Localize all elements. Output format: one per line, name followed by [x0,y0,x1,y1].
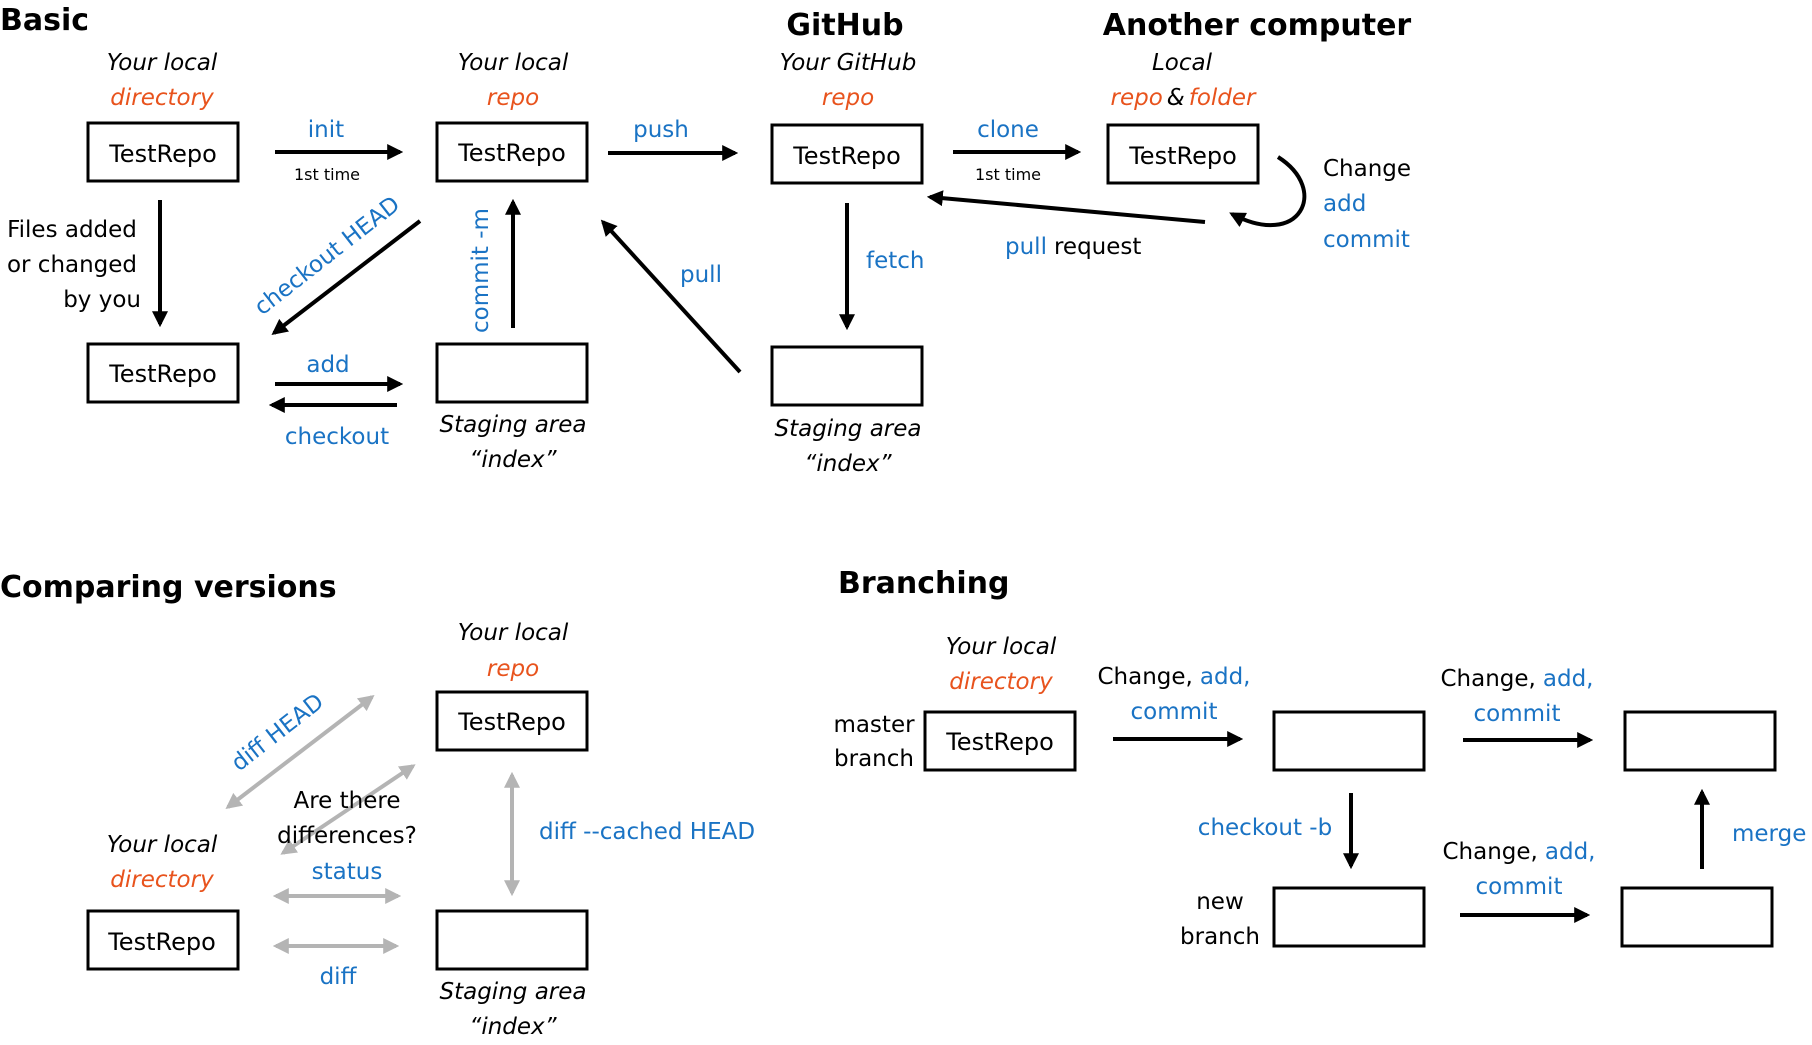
basic-title: Basic [0,3,89,38]
change-loop-arrow [1229,155,1307,228]
compare-dir-box [86,909,240,971]
diff-label: diff [320,964,358,990]
compare-staging-box [435,909,589,971]
master-branch-label-2: branch [834,746,914,772]
merged-commit-box [1623,710,1777,772]
other-local-box [1106,123,1260,185]
github-repo-box-label: TestRepo [792,142,901,170]
compare-repo-box [435,690,589,752]
init-label: init [308,117,344,143]
other-local-caption-line2: repo&folder [1111,85,1258,111]
local-staging-caption-index: “index” [469,447,557,473]
github-title: GitHub [786,8,903,43]
status-label: status [312,859,383,885]
local-repo-box-label: TestRepo [457,139,566,167]
compare-repo-caption: Your local [458,620,569,646]
change-loop-commit: commit [1323,227,1410,253]
new-branch-commit-box [1620,886,1774,948]
diff-head-label: diff HEAD [227,689,329,777]
change2-commit: commit [1474,701,1561,727]
compare-repo-caption-location: repo [487,656,539,682]
files-changed-label-3: by you [63,287,141,313]
add-label: add [306,352,349,378]
changed-files-box-label: TestRepo [108,360,217,388]
other-local-ampersand: & [1167,85,1185,111]
checkout-head-arrow [271,219,422,335]
fetch-label: fetch [866,248,925,274]
pull-request-arrow [926,190,1206,224]
github-staging-caption: Staging area [775,416,922,442]
merge-label: merge [1732,821,1806,847]
change3-commit: commit [1476,874,1563,900]
comparing-title: Comparing versions [0,570,337,605]
local-dir-caption: Your local [107,50,218,76]
other-local-repo-word: repo [1111,85,1163,111]
pull-arrow [600,219,742,374]
local-repo-caption: Your local [458,50,569,76]
github-staging-box [770,345,924,407]
compare-staging-caption-index: “index” [469,1014,557,1040]
push-label: push [633,117,689,143]
diff-head-arrow [225,695,375,809]
checkout-head-label: checkout HEAD [250,191,405,320]
files-changed-label-1: Files added [7,217,137,243]
compare-dir-caption-location: directory [110,867,214,893]
init-note: 1st time [294,165,360,184]
change3-line1: Change,add, [1443,839,1596,865]
change-loop-change: Change [1323,156,1411,182]
pull-label: pull [680,262,722,288]
branch-dir-caption-location: directory [949,669,1053,695]
compare-staging-caption: Staging area [440,979,587,1005]
commit-m-label: commit -m [468,208,494,333]
another-computer-title: Another computer [1103,8,1412,43]
checkout-b-label: checkout -b [1198,815,1332,841]
local-directory-box-label: TestRepo [108,140,217,168]
master-commit-box [1272,710,1426,772]
local-staging-caption: Staging area [440,412,587,438]
local-staging-box [435,342,589,404]
question-line-2: differences? [277,823,417,849]
change1-commit: commit [1131,699,1218,725]
github-staging-caption-index: “index” [804,451,892,477]
change2-line1: Change,add, [1441,666,1594,692]
change-loop-add: add [1323,191,1366,217]
checkout-label: checkout [285,424,389,450]
master-box [923,710,1077,772]
github-repo-box [770,123,924,185]
clone-note: 1st time [975,165,1041,184]
master-branch-label-1: master [833,712,915,738]
change1-line1: Change,add, [1098,664,1251,690]
diff-cached-label: diff --cached HEAD [539,819,755,845]
new-branch-label-1: new [1196,889,1244,915]
local-repo-caption-location: repo [487,85,539,111]
files-changed-label-2: or changed [7,252,137,278]
status-diagonal-arrow [280,764,416,855]
local-directory-box [86,121,240,183]
branch-dir-caption: Your local [946,634,1057,660]
master-box-label: TestRepo [945,728,1054,756]
new-branch-box [1272,886,1426,948]
other-local-caption: Local [1152,50,1213,76]
question-line-1: Are there [294,788,401,814]
clone-label: clone [977,117,1039,143]
local-dir-caption-location: directory [110,85,214,111]
local-repo-box [435,121,589,183]
compare-repo-box-label: TestRepo [457,708,566,736]
github-repo-caption: Your GitHub [780,50,917,76]
compare-dir-box-label: TestRepo [107,928,216,956]
new-branch-label-2: branch [1180,924,1260,950]
changed-files-box [86,342,240,404]
other-local-folder-word: folder [1189,85,1257,111]
compare-dir-caption: Your local [107,832,218,858]
branching-title: Branching [838,566,1010,601]
other-local-box-label: TestRepo [1128,142,1237,170]
github-repo-caption-location: repo [822,85,874,111]
